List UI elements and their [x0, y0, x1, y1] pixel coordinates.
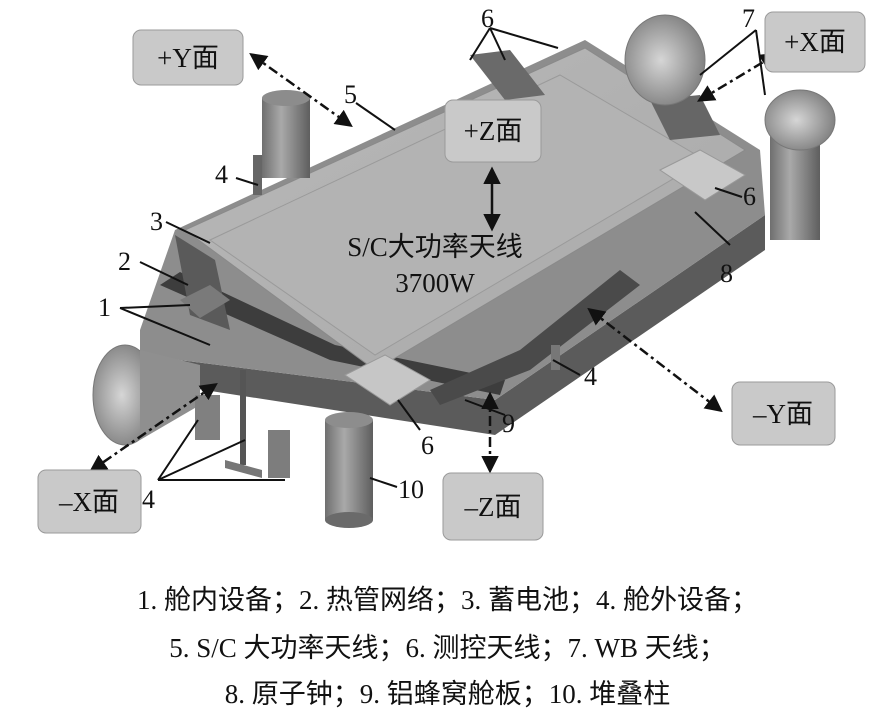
- callout-9: 9: [502, 409, 515, 438]
- svg-text:+Y面: +Y面: [157, 43, 219, 73]
- callout-4-lower-left: 4: [142, 485, 155, 514]
- callout-5: 5: [344, 80, 357, 109]
- svg-text:–Z面: –Z面: [464, 492, 522, 522]
- satellite-body: [140, 40, 765, 435]
- svg-text:–X面: –X面: [58, 487, 119, 517]
- label-minus-y: –Y面: [731, 381, 836, 446]
- legend-line-3: 8. 原子钟；9. 铝蜂窝舱板；10. 堆叠柱: [224, 679, 671, 709]
- label-plus-y: +Y面: [132, 29, 244, 86]
- axis-arrows: [89, 52, 779, 474]
- label-plus-z: +Z面: [444, 99, 542, 163]
- legend-line-1: 1. 舱内设备；2. 热管网络；3. 蓄电池；4. 舱外设备；: [137, 585, 758, 615]
- label-minus-x: –X面: [37, 469, 142, 534]
- callout-6-top: 6: [481, 4, 494, 33]
- callout-2: 2: [118, 247, 131, 276]
- satellite-diagram: +Y面 +X面 +Z面 –Y面 –X面 –Z面 S/C大功率天线 3700W 6…: [37, 4, 866, 541]
- label-minus-z: –Z面: [442, 472, 544, 541]
- callout-6-bottom: 6: [421, 431, 434, 460]
- callout-8: 8: [720, 259, 733, 288]
- svg-text:+X面: +X面: [784, 27, 846, 57]
- callout-3: 3: [150, 207, 163, 236]
- antenna-name: S/C大功率天线: [347, 232, 523, 262]
- callout-6-right: 6: [743, 182, 756, 211]
- label-plus-x: +X面: [764, 11, 866, 73]
- legend-line-2: 5. S/C 大功率天线；6. 测控天线；7. WB 天线；: [169, 633, 726, 663]
- callout-4-bottom: 4: [584, 362, 597, 391]
- callout-1: 1: [98, 293, 111, 322]
- callout-7: 7: [742, 4, 755, 33]
- svg-text:–Y面: –Y面: [752, 399, 813, 429]
- antenna-power: 3700W: [395, 268, 475, 298]
- callout-10: 10: [398, 475, 424, 504]
- svg-text:+Z面: +Z面: [464, 116, 523, 146]
- callout-4-left: 4: [215, 160, 228, 189]
